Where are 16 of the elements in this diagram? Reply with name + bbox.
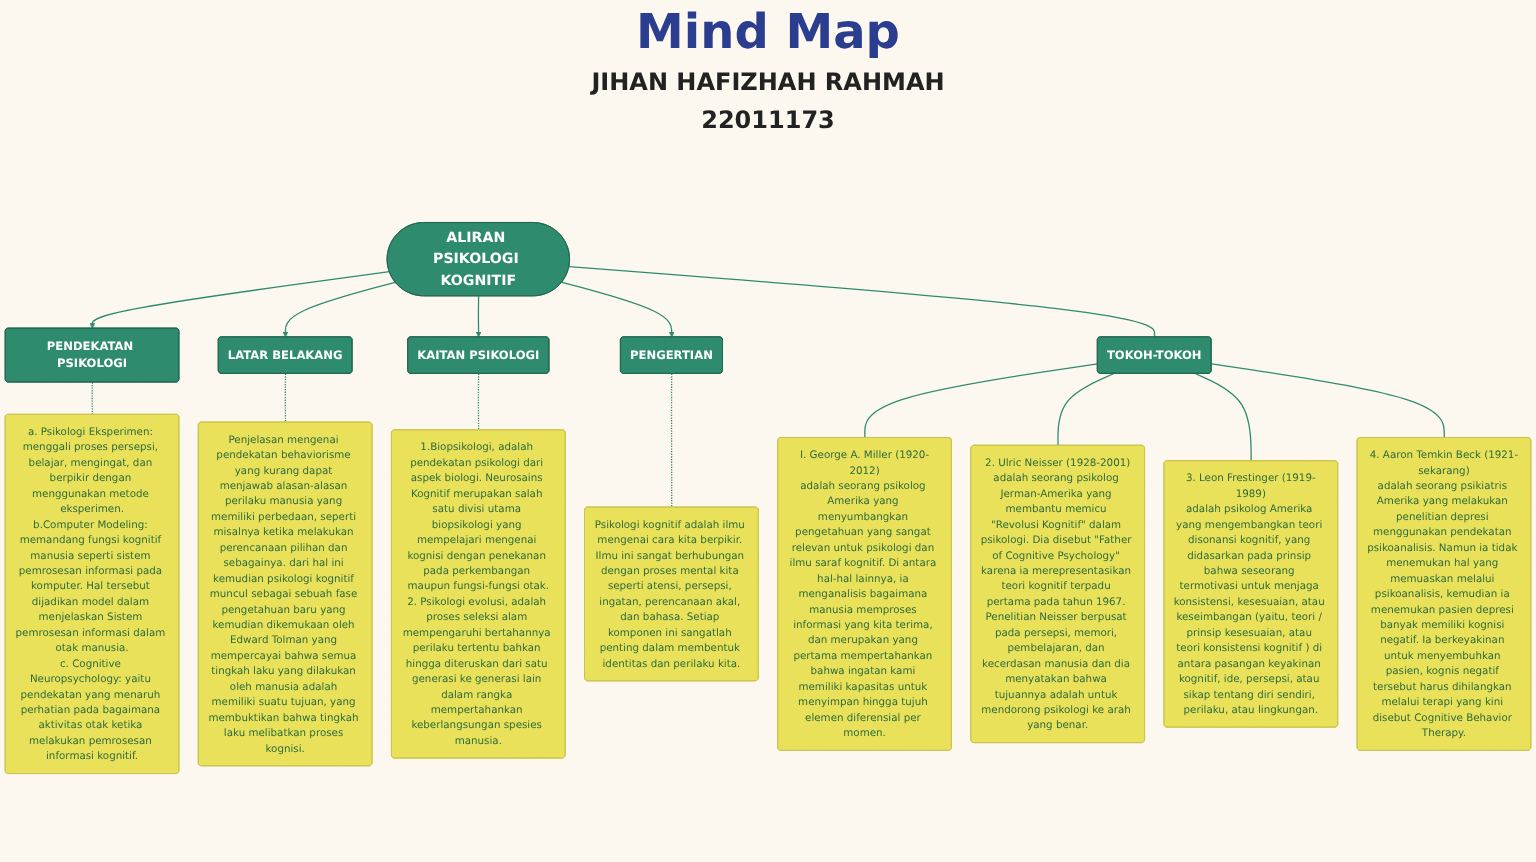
connector <box>670 373 673 508</box>
student-number: 22011173 <box>701 106 835 134</box>
arrow <box>561 281 675 338</box>
connector <box>284 373 287 423</box>
connector <box>864 363 1099 439</box>
connector <box>477 373 480 431</box>
connector <box>1057 373 1115 447</box>
connector <box>568 265 1156 338</box>
author-name: JIHAN HAFIZHAH RAHMAH <box>591 68 945 96</box>
connector <box>1195 373 1252 462</box>
arrow <box>89 271 391 329</box>
arrow <box>475 295 482 338</box>
arrow <box>282 281 396 338</box>
title: Mind Map <box>636 4 900 60</box>
connector <box>91 381 94 416</box>
connector <box>1210 363 1445 439</box>
